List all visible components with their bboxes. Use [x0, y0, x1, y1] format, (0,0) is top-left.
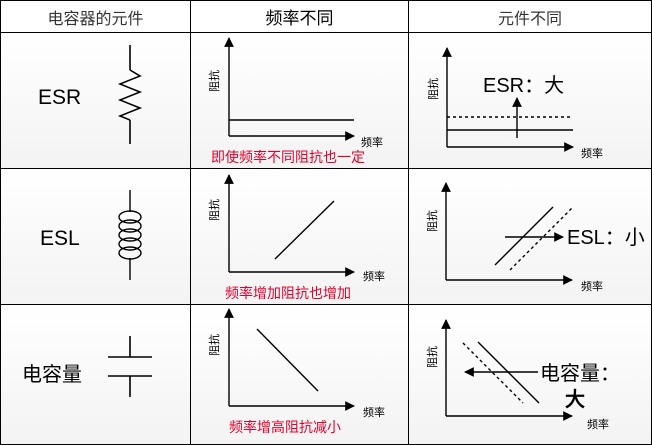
- graph-esl-element-annotation: ESL：小: [567, 226, 645, 249]
- graph-esl-element-ylabel: 阻抗: [425, 210, 439, 232]
- graph-esr-frequency: [224, 37, 355, 141]
- graph-esr-frequency-ylabel: 阻抗: [207, 70, 221, 92]
- graph-esr-element-annotation: ESR：大: [483, 74, 564, 97]
- graph-esr-frequency-xlabel: 频率: [361, 135, 383, 149]
- graph-cap-frequency-xlabel: 频率: [363, 405, 385, 419]
- inductor-coil-symbol: [118, 190, 142, 280]
- graph-esl-frequency-xlabel: 频率: [363, 269, 385, 283]
- graph-cap-element-annotation-line1: 电容量：: [540, 361, 620, 385]
- graph-esl-frequency: [224, 174, 355, 277]
- graph-cap-element-ylabel: 阻抗: [425, 346, 439, 368]
- row-esr-label: ESR: [38, 86, 82, 109]
- row-esl-component-cell: [0, 168, 191, 305]
- graph-cap-frequency: [224, 308, 355, 411]
- graph-esr-element: [442, 47, 574, 152]
- row-cap-frequency-cell: [190, 304, 409, 445]
- capacitor-symbol: [108, 336, 152, 397]
- row-esl-caption: 频率增加阻抗也增加: [225, 286, 351, 302]
- graph-cap-element: [441, 319, 573, 421]
- graph-esr-element-xlabel: 频率: [581, 146, 603, 160]
- header-element: 元件不同: [408, 0, 652, 33]
- header-component: 电容器的元件: [0, 0, 191, 33]
- row-cap-caption: 频率增高阻抗减小: [229, 420, 341, 436]
- graph-cap-element-xlabel: 频率: [587, 417, 609, 431]
- resistor-symbol: [117, 45, 143, 144]
- graph-esl-frequency-ylabel: 阻抗: [207, 199, 221, 221]
- row-esl-label: ESL: [40, 227, 80, 250]
- row-cap-label: 电容量: [22, 362, 82, 386]
- row-cap-component-cell: [0, 304, 191, 445]
- graph-esl-element: [441, 182, 573, 285]
- graph-cap-element-annotation-line2: 大: [565, 387, 585, 411]
- header-element-label: 元件不同: [497, 8, 562, 28]
- graph-esr-element-ylabel: 阻抗: [426, 78, 440, 100]
- graph-cap-frequency-ylabel: 阻抗: [207, 334, 221, 356]
- graph-esl-element-xlabel: 频率: [581, 279, 603, 293]
- header-component-label: 电容器的元件: [47, 8, 144, 28]
- header-frequency-label: 频率不同: [265, 9, 334, 29]
- row-esr-caption: 即使频率不同阻抗也一定: [211, 150, 365, 166]
